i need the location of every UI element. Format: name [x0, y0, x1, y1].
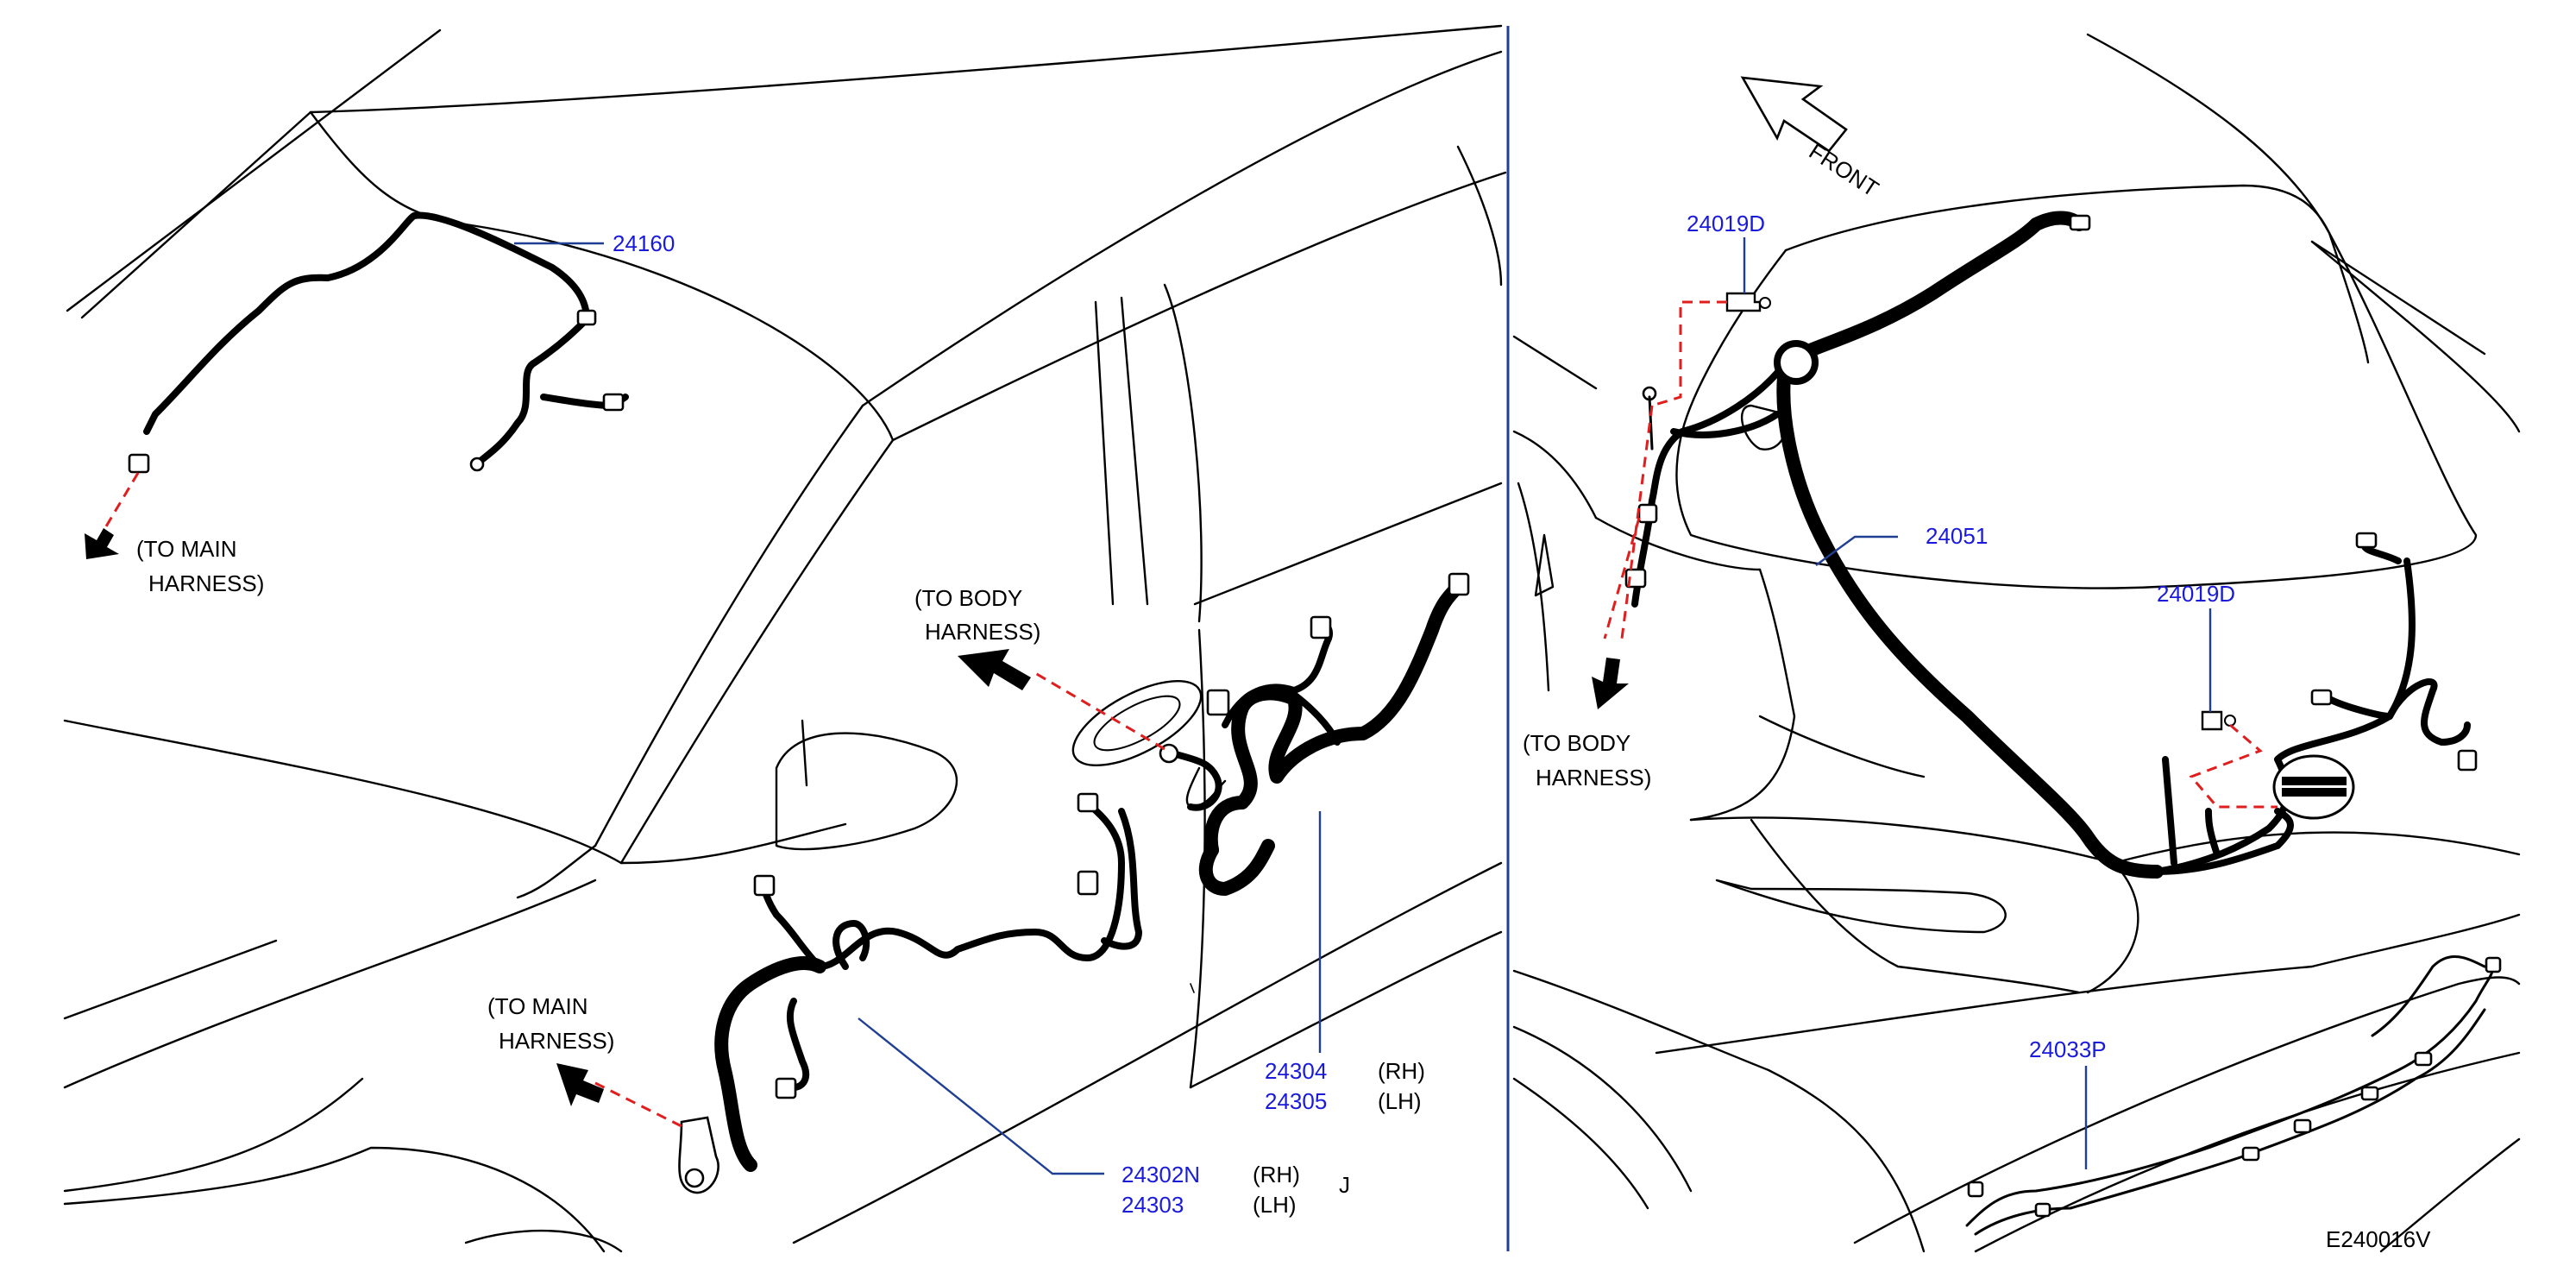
label-24305: 24305	[1265, 1088, 1327, 1114]
harness-24304-24305	[1185, 572, 1470, 896]
bracket-mark: J	[1339, 1172, 1350, 1198]
connector-24304-left	[1206, 689, 1230, 716]
harness-24160	[128, 211, 629, 474]
guide-24302N-to-main	[594, 1081, 682, 1128]
arrow-to-main-top	[85, 528, 119, 559]
guide-24019D-top	[1651, 300, 1727, 407]
harness-24051	[1624, 211, 2478, 879]
connector-24160-right	[602, 393, 625, 412]
connector-24033P-end	[1967, 1181, 1984, 1198]
arrow-to-body	[958, 649, 1031, 690]
connector-24302N-bottom	[775, 1077, 797, 1099]
front-label: FRONT	[1805, 138, 1884, 202]
label-to-main-top-1: (TO MAIN	[136, 536, 237, 562]
harness-24033P	[1965, 954, 2502, 1236]
connector-24160-top	[576, 309, 597, 326]
connector-24051-left	[1624, 568, 1647, 589]
label-24302N: 24302N	[1122, 1162, 1200, 1187]
connector-24304-mid	[1310, 615, 1332, 639]
connector-24302N-top	[1077, 870, 1099, 896]
label-to-body-2: HARNESS)	[925, 619, 1040, 645]
label-to-body-right-2: HARNESS)	[1536, 765, 1651, 791]
label-to-main-bottom-2: HARNESS)	[499, 1028, 614, 1054]
connector-24051-right	[2355, 532, 2378, 549]
guide-to-body-right	[1620, 405, 1654, 639]
leader-24302N	[858, 1017, 1104, 1175]
diagram-code: E240016V	[2326, 1226, 2431, 1252]
label-24019D-right: 24019D	[2157, 581, 2235, 607]
label-24305-side: (LH)	[1378, 1088, 1422, 1114]
connector-24051-mid	[2310, 689, 2333, 706]
guide-24019D-right	[2189, 723, 2278, 809]
label-24302N-side: (RH)	[1253, 1162, 1300, 1187]
front-arrow: FRONT	[1740, 76, 1884, 202]
emblem	[2272, 754, 2355, 820]
guide-24160-to-main	[102, 472, 140, 532]
terminal-24160	[469, 457, 485, 472]
grommet-body	[1071, 679, 1222, 811]
leader-24051	[1815, 535, 1898, 566]
harness-24302N-24303	[678, 792, 1142, 1194]
label-to-body-right-1: (TO BODY	[1523, 730, 1630, 756]
connector-24304-top	[1448, 572, 1470, 596]
arrow-to-main-bottom	[556, 1063, 604, 1106]
connector-24302N-upper	[1077, 792, 1099, 813]
arrow-to-body-right	[1592, 658, 1629, 709]
connector-24302N-left	[753, 874, 776, 897]
guide-to-body-right-2	[1603, 517, 1641, 639]
label-24160: 24160	[613, 230, 675, 256]
connector-24051-end	[2457, 749, 2478, 772]
connector-24160-end	[128, 453, 150, 474]
clip-24019D-top	[1725, 292, 1771, 312]
connector-24051-top	[2069, 214, 2091, 231]
right-view-body-outline	[1512, 33, 2521, 1253]
label-to-main-top-2: HARNESS)	[148, 570, 264, 596]
label-24303: 24303	[1122, 1192, 1184, 1218]
connector-24033P-start	[2485, 956, 2502, 973]
grommet-24051	[1774, 340, 1819, 385]
label-24051: 24051	[1926, 523, 1988, 549]
label-24019D-top: 24019D	[1687, 211, 1765, 236]
left-view-body-outline	[63, 24, 1507, 1253]
label-to-main-bottom-1: (TO MAIN	[487, 993, 588, 1019]
label-24304: 24304	[1265, 1058, 1327, 1084]
label-24303-side: (LH)	[1253, 1192, 1297, 1218]
label-24033P: 24033P	[2029, 1036, 2107, 1062]
guide-to-body	[1034, 671, 1165, 751]
label-24304-side: (RH)	[1378, 1058, 1425, 1084]
label-to-body-1: (TO BODY	[914, 585, 1022, 611]
